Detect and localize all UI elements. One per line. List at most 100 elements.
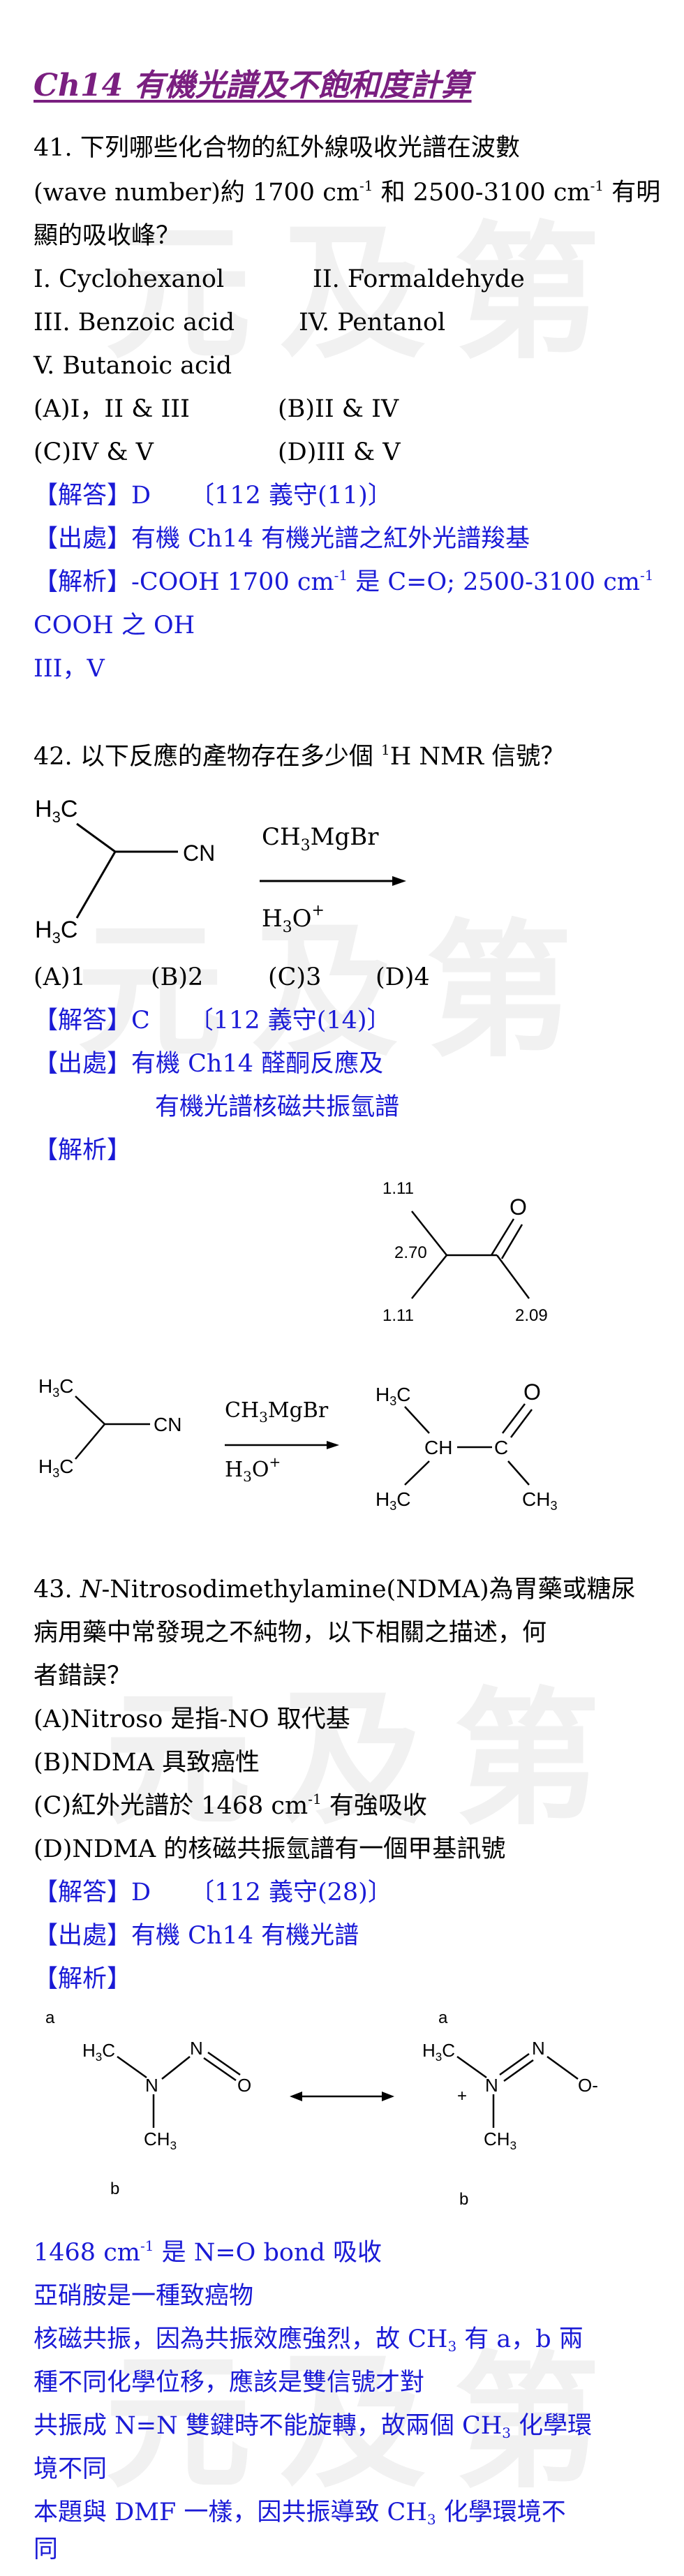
q43-option-c: (C)紅外光譜於 1468 cm-1 有強吸收 <box>34 1791 427 1820</box>
q43-analysis: 【解析】 <box>34 1965 132 1993</box>
q43-source: 【出處】有機 Ch14 有機光譜 <box>34 1922 359 1950</box>
product-double-bond <box>510 1409 533 1438</box>
product-bond <box>507 1460 530 1486</box>
q41-item-1: I. Cyclohexanol <box>34 265 225 293</box>
nmr-shift-label: 1.11 <box>382 1179 414 1198</box>
right-bond <box>456 2055 487 2079</box>
q42-reactant-cn: CN <box>183 841 215 866</box>
q41-option-d: (D)III & V <box>278 438 401 466</box>
nmr-shift-label: 2.70 <box>394 1243 427 1262</box>
q41-item-2: II. Formaldehyde <box>313 265 525 293</box>
scheme-arrow-head <box>327 1441 339 1449</box>
q42-answer: 【解答】C〔112 義守(14)〕 <box>34 1007 392 1035</box>
product-h3c-bottom: H3C <box>376 1488 410 1513</box>
q42-analysis: 【解析】 <box>34 1137 132 1164</box>
product-h3c-top: H3C <box>376 1384 410 1408</box>
q43-explanation-line-3: 核磁共振，因為共振效應強烈，故 CH3 有 a，b 兩 <box>34 2325 583 2355</box>
q42-reagent-1: CH3MgBr <box>262 823 379 854</box>
q41-analysis-line-1: 【解析】-COOH 1700 cm-1 是 C=O; 2500-3100 cm-… <box>34 567 654 596</box>
q42-option-c: (C)3 <box>268 963 322 991</box>
product-ch3: CH3 <box>522 1488 557 1513</box>
right-bond <box>547 2055 579 2080</box>
q41-options-row-1: (A)I，II & III (B)II & IV <box>34 394 648 424</box>
q42-reaction-scheme: H3C CN H3C CH3MgBr H3O+ <box>35 796 406 946</box>
label-a: a <box>438 2008 448 2027</box>
left-ch3: CH3 <box>144 2129 177 2152</box>
product-bond <box>404 1406 430 1434</box>
scheme-reagent-1: CH3MgBr <box>225 1398 329 1426</box>
q41-answer: 【解答】D〔112 義守(11)〕 <box>34 482 392 510</box>
q43-explanation-line-4: 種不同化學位移，應該是雙信號才對 <box>34 2369 425 2397</box>
nmr-bond <box>411 1211 447 1256</box>
q41-option-b: (B)II & IV <box>278 395 399 423</box>
left-double-bond <box>207 2051 241 2076</box>
q43-explanation-line-1: 1468 cm-1 是 N=O bond 吸收 <box>34 2237 382 2267</box>
q42-bond <box>75 851 117 919</box>
q42-reactant-h3c-top: H3C <box>35 796 77 826</box>
right-oxygen-minus: O- <box>578 2075 598 2096</box>
right-h3c: H3C <box>422 2040 455 2064</box>
label-b: b <box>110 2179 119 2198</box>
q42-nmr-structure: 1.11 2.70 1.11 2.09 O <box>382 1179 548 1325</box>
right-plus: + <box>457 2087 467 2105</box>
q42-reactant-h3c-bottom: H3C <box>35 917 77 946</box>
q42-option-a: (A)1 <box>34 963 86 991</box>
label-b: b <box>459 2190 468 2209</box>
nmr-shift-label: 2.09 <box>515 1306 548 1325</box>
q43-explanation-line-7: 本題與 DMF 一樣，因共振導致 CH3 化學環境不 <box>34 2499 566 2528</box>
q43-stem-line-2: 病用藥中常發現之不純物，以下相關之描述，何 <box>34 1619 547 1647</box>
label-a: a <box>45 2008 55 2027</box>
product-c: C <box>494 1437 508 1458</box>
left-bond <box>117 2055 147 2079</box>
q41-items-row-2: III. Benzoic acid IV. Pentanol <box>34 307 648 338</box>
q43-option-d: (D)NDMA 的核磁共振氫譜有一個甲基訊號 <box>34 1835 506 1863</box>
left-oxygen: O <box>237 2075 251 2096</box>
q42-bond <box>76 822 116 853</box>
right-double-bond <box>499 2052 530 2076</box>
nmr-shift-label: 1.11 <box>382 1306 414 1325</box>
resonance-arrow-head <box>382 2092 394 2101</box>
nmr-double-bond <box>500 1224 523 1259</box>
q41-item-5: V. Butanoic acid <box>34 352 232 380</box>
product-ch: CH <box>424 1437 452 1458</box>
product-oxygen: O <box>523 1379 541 1405</box>
nmr-bond <box>496 1254 530 1299</box>
left-nitroso-n: N <box>190 2038 203 2059</box>
q41-items-row-1: I. Cyclohexanol II. Formaldehyde <box>34 264 648 295</box>
scheme-cn: CN <box>154 1414 181 1435</box>
q41-analysis-line-2: COOH 之 OH <box>34 612 195 639</box>
q43-option-b: (B)NDMA 具致癌性 <box>34 1749 260 1777</box>
q41-item-4: IV. Pentanol <box>299 309 446 336</box>
q41-stem-line-1: 41. 下列哪些化合物的紅外線吸收光譜在波數 <box>34 134 520 162</box>
q41-analysis-line-3: III，V <box>34 655 105 683</box>
q41-option-c: (C)IV & V <box>34 438 154 466</box>
right-nitrogen: N <box>485 2075 498 2096</box>
q41-options-row-2: (C)IV & V (D)III & V <box>34 437 648 468</box>
q43-stem-line-1: 43. N-Nitrosodimethylamine(NDMA)為胃藥或糖尿 <box>34 1576 636 1604</box>
q41-option-a: (A)I，II & III <box>34 395 190 423</box>
scheme-bond <box>75 1423 105 1460</box>
scheme-reagent-2: H3O+ <box>225 1453 281 1485</box>
left-nitrogen: N <box>145 2075 158 2096</box>
scheme-h3c-bottom: H3C <box>38 1456 73 1480</box>
nmr-oxygen: O <box>510 1194 527 1220</box>
chapter-title: Ch14 有機光譜及不飽和度計算 <box>34 68 472 103</box>
left-h3c: H3C <box>82 2040 115 2064</box>
right-double-bond <box>503 2059 534 2082</box>
q43-explanation-line-8: 同 <box>34 2536 59 2563</box>
product-bond <box>404 1460 430 1486</box>
q42-reagent-2: H3O+ <box>262 902 325 936</box>
q41-source: 【出處】有機 Ch14 有機光譜之紅外光譜羧基 <box>34 525 530 553</box>
q43-explanation-line-5: 共振成 N=N 雙鍵時不能旋轉，故兩個 CH3 化學環 <box>34 2412 593 2441</box>
right-ch3: CH3 <box>484 2129 516 2152</box>
product-double-bond <box>502 1403 526 1434</box>
q41-stem-line-2: (wave number)約 1700 cm-1 和 2500-3100 cm-… <box>34 177 661 207</box>
q42-option-b: (B)2 <box>151 963 204 991</box>
left-double-bond <box>203 2057 237 2082</box>
nmr-bond <box>411 1254 447 1299</box>
scheme-bond <box>75 1396 105 1425</box>
nmr-double-bond <box>490 1218 515 1256</box>
q43-explanation-line-6: 境不同 <box>34 2455 107 2483</box>
q42-reaction-arrow-head <box>392 876 406 886</box>
